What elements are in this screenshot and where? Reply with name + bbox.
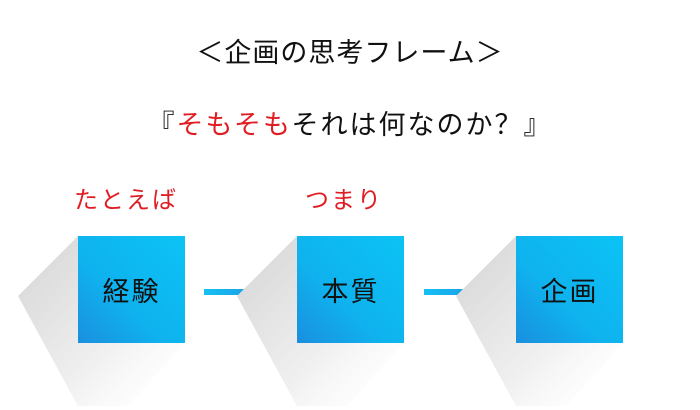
step-box: 本質	[297, 236, 404, 343]
open-bracket: 『	[147, 110, 177, 141]
long-shadow	[456, 236, 623, 406]
label-in-short: つまり	[305, 186, 383, 214]
page-title: ＜企画の思考フレーム＞	[196, 38, 504, 69]
step-experience: 経験	[18, 236, 185, 406]
label-for-example: たとえば	[74, 186, 178, 214]
step-plan: 企画	[456, 236, 623, 406]
long-shadow	[237, 236, 404, 406]
close-bracket: 』	[523, 110, 553, 141]
step-essence: 本質	[237, 236, 404, 406]
step-box: 経験	[78, 236, 185, 343]
long-shadow	[18, 236, 185, 406]
key-question: 『そもそもそれは何なのか？』	[0, 108, 700, 144]
question-rest: それは何なのか？	[291, 110, 524, 141]
step-box: 企画	[516, 236, 623, 343]
question-emphasis: そもそも	[176, 110, 292, 141]
